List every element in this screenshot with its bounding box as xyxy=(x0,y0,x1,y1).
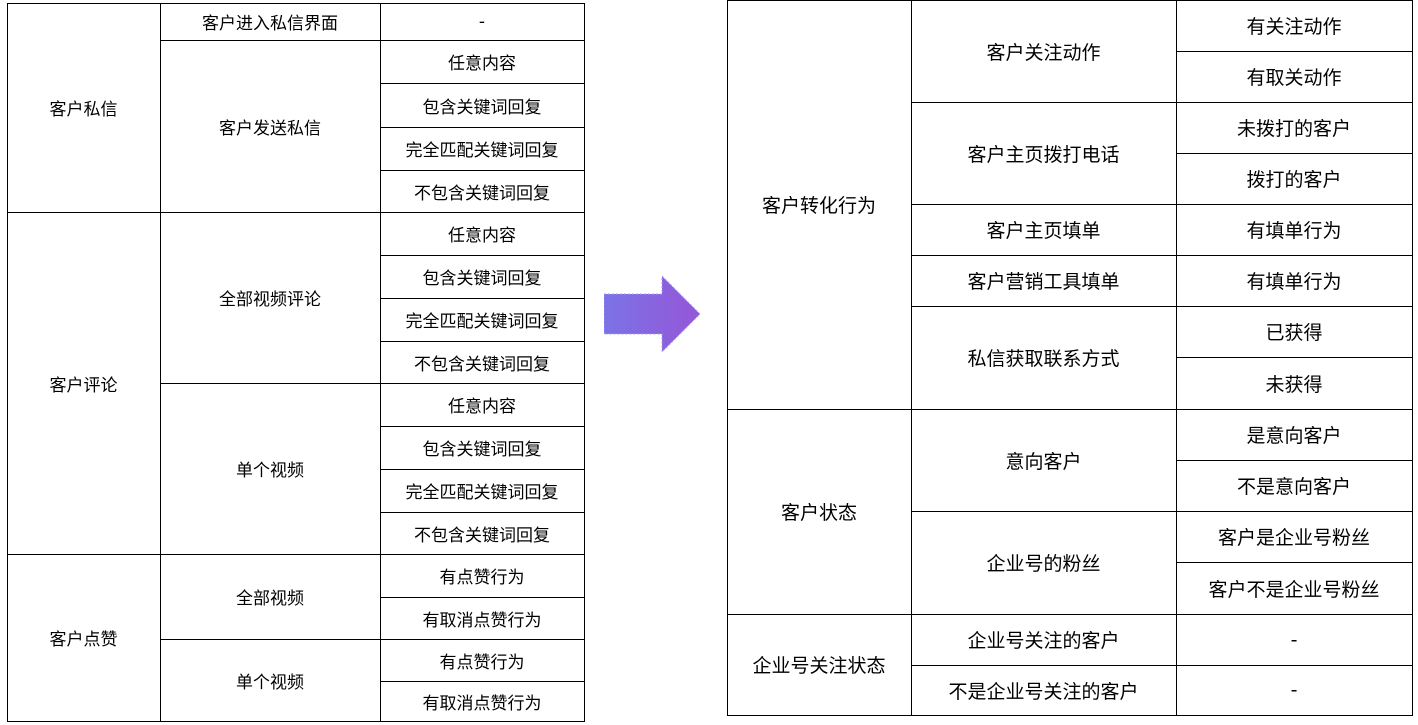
table-border xyxy=(1176,562,1413,563)
option-cell: 有取消点赞行为 xyxy=(422,693,542,714)
option-cell: 不包含关键词回复 xyxy=(414,525,550,546)
table-border xyxy=(380,298,585,299)
option-cell: 不是意向客户 xyxy=(1236,476,1351,498)
sub-enterprise-fan: 企业号的粉丝 xyxy=(986,553,1101,575)
table-border xyxy=(1176,357,1413,358)
table-border xyxy=(380,681,585,682)
option-cell: 包含关键词回复 xyxy=(422,97,542,118)
option-cell: 未获得 xyxy=(1265,373,1323,396)
table-border xyxy=(380,512,585,513)
option-cell: 有填单行为 xyxy=(1246,271,1342,293)
option-cell: 有点赞行为 xyxy=(439,652,525,673)
table-border xyxy=(380,127,585,128)
sub-enter-private-ui: 客户进入私信界面 xyxy=(202,14,338,34)
table-border xyxy=(1176,0,1177,716)
table-border xyxy=(160,40,585,41)
table-border xyxy=(7,3,8,722)
option-cell: 客户是企业号粉丝 xyxy=(1217,527,1370,549)
option-cell: 客户不是企业号粉丝 xyxy=(1208,578,1380,601)
sub-single-video-comment: 单个视频 xyxy=(236,461,304,481)
table-border xyxy=(727,409,1413,410)
option-cell: - xyxy=(1290,679,1298,701)
table-border xyxy=(1412,0,1413,716)
table-border xyxy=(7,3,585,4)
option-cell: 是意向客户 xyxy=(1246,425,1342,447)
option-cell: 未拨打的客户 xyxy=(1236,118,1351,140)
option-cell: 完全匹配关键词回复 xyxy=(405,312,559,332)
table-border xyxy=(380,170,585,171)
option-cell: - xyxy=(1290,628,1298,651)
table-border xyxy=(911,306,1413,307)
table-border xyxy=(911,102,1413,103)
table-border xyxy=(7,721,585,722)
sub-intent-customer: 意向客户 xyxy=(1005,450,1082,473)
category-follow-status: 企业号关注状态 xyxy=(752,655,886,677)
table-border xyxy=(1176,153,1413,154)
table-border xyxy=(380,255,585,256)
sub-phone-call: 客户主页拨打电话 xyxy=(967,143,1120,166)
option-cell: 不包含关键词回复 xyxy=(414,354,550,375)
table-border xyxy=(160,383,585,384)
category-private-message: 客户私信 xyxy=(49,100,118,120)
option-cell: 有取消点赞行为 xyxy=(422,610,542,631)
category-like: 客户点赞 xyxy=(49,630,118,650)
sub-all-video-comments: 全部视频评论 xyxy=(219,290,321,310)
option-cell: 完全匹配关键词回复 xyxy=(405,141,559,161)
sub-send-private-message: 客户发送私信 xyxy=(219,118,321,139)
table-border xyxy=(727,0,728,716)
table-border xyxy=(160,639,585,640)
category-comment: 客户评论 xyxy=(49,375,118,396)
option-cell: 有点赞行为 xyxy=(439,568,525,588)
option-cell: 拨打的客户 xyxy=(1246,169,1342,191)
option-cell: 不包含关键词回复 xyxy=(414,183,550,204)
table-border xyxy=(380,597,585,598)
table-border xyxy=(7,212,585,213)
option-cell: 有关注动作 xyxy=(1246,16,1342,38)
table-border xyxy=(911,511,1413,512)
sub-single-video-like: 单个视频 xyxy=(236,672,304,693)
option-cell: 有取关动作 xyxy=(1246,67,1342,89)
option-cell: - xyxy=(478,11,486,32)
table-border xyxy=(380,426,585,427)
option-cell: 包含关键词回复 xyxy=(422,440,542,460)
table-border xyxy=(911,0,912,716)
table-border xyxy=(727,614,1413,615)
category-conversion-behavior: 客户转化行为 xyxy=(761,195,876,217)
table-border xyxy=(1176,51,1413,52)
option-cell: 包含关键词回复 xyxy=(422,269,542,289)
option-cell: 有填单行为 xyxy=(1246,220,1342,242)
table-border xyxy=(727,0,1413,1)
table-border xyxy=(1176,460,1413,461)
sub-not-followed-by-enterprise: 不是企业号关注的客户 xyxy=(948,680,1139,703)
option-cell: 任意内容 xyxy=(448,226,516,246)
sub-all-videos-like: 全部视频 xyxy=(236,589,304,609)
option-cell: 已获得 xyxy=(1265,322,1323,344)
table-border xyxy=(584,3,585,722)
category-customer-status: 客户状态 xyxy=(780,502,857,524)
option-cell: 任意内容 xyxy=(448,54,516,74)
table-border xyxy=(380,341,585,342)
table-border xyxy=(380,469,585,470)
table-border xyxy=(380,3,381,722)
option-cell: 任意内容 xyxy=(448,397,516,417)
table-border xyxy=(727,715,1413,716)
sub-followed-by-enterprise: 企业号关注的客户 xyxy=(967,630,1120,652)
option-cell: 完全匹配关键词回复 xyxy=(405,483,559,503)
table-border xyxy=(160,3,161,722)
table-border xyxy=(911,665,1413,666)
table-border xyxy=(911,204,1413,205)
table-border xyxy=(7,554,585,555)
sub-follow-action: 客户关注动作 xyxy=(986,41,1101,64)
table-border xyxy=(911,255,1413,256)
sub-tool-form: 客户营销工具填单 xyxy=(967,271,1120,293)
sub-contact-info: 私信获取联系方式 xyxy=(967,348,1120,370)
table-border xyxy=(380,83,585,84)
right-arrow-icon xyxy=(604,276,700,352)
sub-home-form: 客户主页填单 xyxy=(986,220,1101,242)
